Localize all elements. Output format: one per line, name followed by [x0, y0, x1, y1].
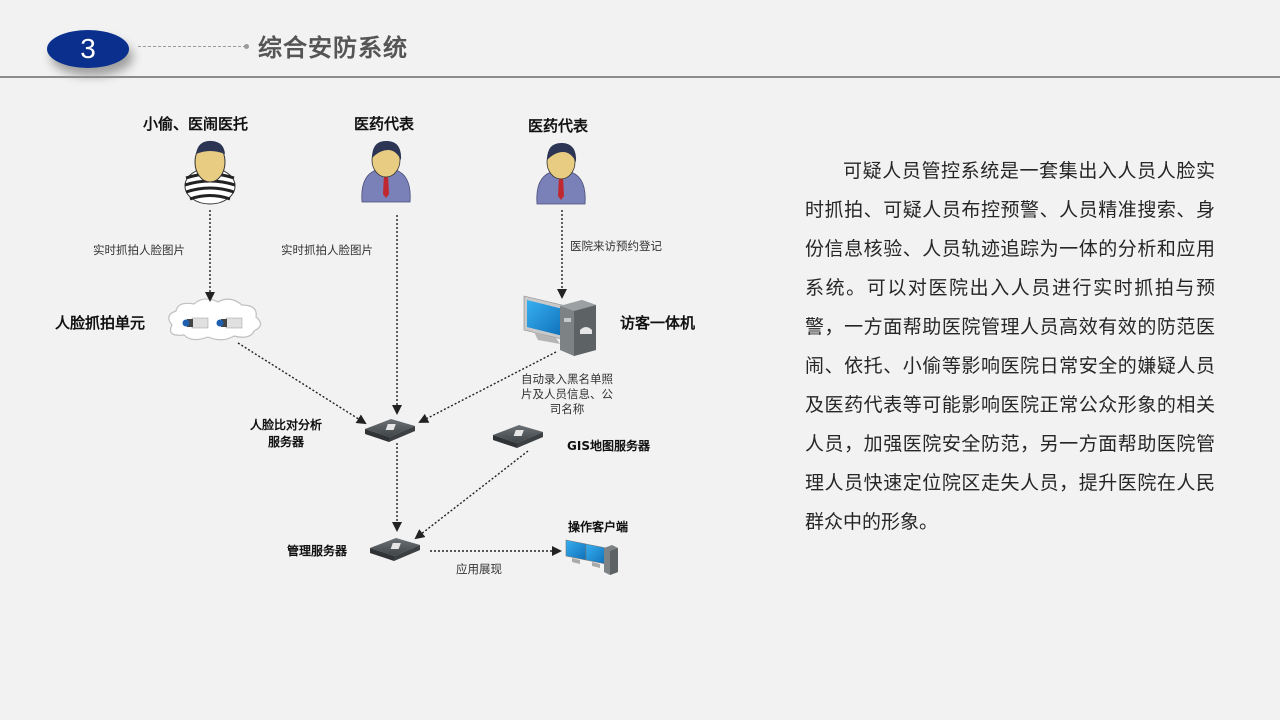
- arrow-gis-to-management: [414, 450, 529, 540]
- arrow-visitor-to-compare: [418, 351, 557, 423]
- node-label-management-server: 管理服务器: [287, 544, 348, 558]
- edge-label-line-3: 司名称: [549, 402, 585, 416]
- gis-server-icon: [493, 425, 543, 448]
- node-label-operator-client: 操作客户端: [568, 520, 629, 534]
- face-compare-server-icon: [365, 419, 415, 442]
- security-system-diagram: 小偷、医闹医托 医药代表 医药代表 实时抓拍人脸图片 实时抓拍人脸图片 医院来访…: [55, 115, 696, 576]
- system-description: 可疑人员管控系统是一套集出入人员人脸实时抓拍、可疑人员布控预警、人员精准搜索、身…: [805, 160, 1215, 533]
- node-label-line-2: 服务器: [268, 435, 305, 449]
- node-label-visitor-terminal: 访客一体机: [620, 314, 696, 332]
- edge-label-line-1: 自动录入黑名单照: [521, 372, 613, 386]
- node-label-face-compare-server: 人脸比对分析 服务器: [250, 417, 322, 451]
- actor-label-rep1: 医药代表: [354, 115, 415, 133]
- diagram-canvas: [168, 140, 618, 575]
- section-number-badge: 3: [47, 30, 129, 68]
- operator-client-icon: [565, 539, 618, 575]
- edge-label-rep1-compare: 实时抓拍人脸图片: [281, 243, 373, 257]
- pharma-rep-icon-1: [361, 140, 411, 203]
- node-label-gis-server: GIS地图服务器: [567, 439, 650, 453]
- header-connector-line: [138, 46, 246, 47]
- page-title: 综合安防系统: [258, 34, 408, 62]
- actor-label-thief: 小偷、医闹医托: [143, 115, 249, 133]
- management-server-icon: [370, 538, 420, 561]
- thief-icon: [184, 140, 236, 205]
- edge-label-thief-capture: 实时抓拍人脸图片: [93, 243, 185, 257]
- header-divider: [0, 76, 1280, 78]
- node-label-face-capture-unit: 人脸抓拍单元: [55, 314, 146, 332]
- visitor-terminal-icon: [523, 295, 596, 356]
- arrow-capture-to-compare: [237, 342, 367, 425]
- arrows: [205, 210, 567, 556]
- node-label-line-1: 人脸比对分析: [250, 418, 323, 432]
- header-connector-dot: [244, 44, 249, 49]
- edge-label-rep2-visitor: 医院来访预约登记: [570, 239, 662, 253]
- pharma-rep-icon-2: [536, 142, 586, 205]
- edge-label-management-client: 应用展现: [456, 562, 502, 576]
- face-capture-cameras-icon: [168, 298, 262, 341]
- edge-label-line-2: 片及人员信息、公: [521, 387, 613, 401]
- actor-label-rep2: 医药代表: [528, 117, 589, 135]
- edge-label-visitor-compare: 自动录入黑名单照 片及人员信息、公 司名称: [521, 372, 613, 417]
